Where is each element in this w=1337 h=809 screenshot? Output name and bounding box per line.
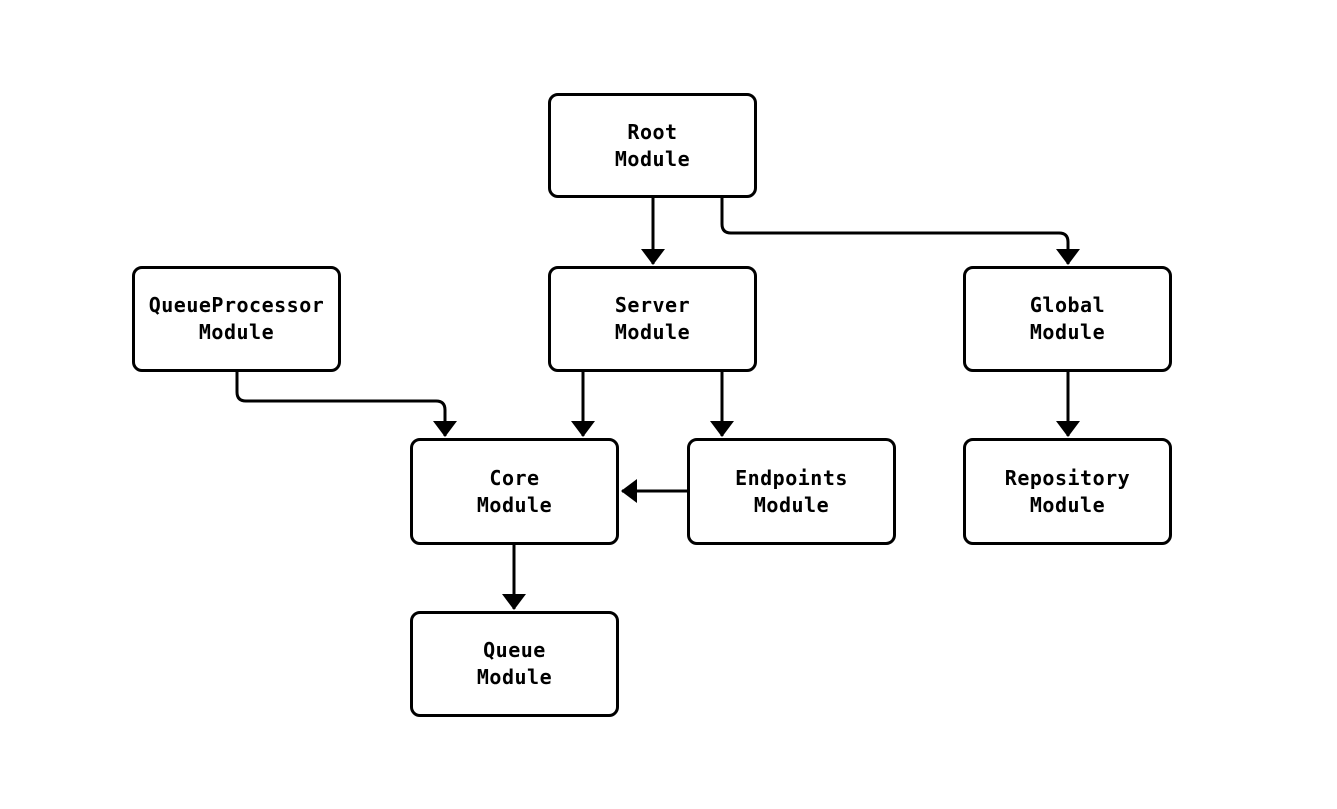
node-root: Root Module (548, 93, 757, 198)
node-label-repository: Repository Module (1004, 465, 1131, 517)
edge-root-to-global (720, 198, 1080, 265)
node-queue-processor: QueueProcessor Module (132, 266, 341, 372)
node-label-queue: Queue Module (476, 638, 553, 689)
node-global: Global Module (963, 266, 1172, 372)
node-queue: Queue Module (410, 611, 619, 717)
node-server: Server Module (548, 266, 757, 372)
edges-group (235, 198, 1080, 610)
edge-queue-processor-to-core (235, 372, 457, 437)
node-label-server: Server Module (614, 293, 691, 344)
node-core: Core Module (410, 438, 619, 545)
node-label-global: Global Module (1029, 293, 1106, 344)
node-label-queue-processor: QueueProcessor Module (148, 293, 325, 344)
node-endpoints: Endpoints Module (687, 438, 896, 545)
node-label-core: Core Module (476, 465, 553, 517)
node-label-endpoints: Endpoints Module (735, 465, 848, 517)
node-label-root: Root Module (614, 119, 691, 171)
node-repository: Repository Module (963, 438, 1172, 545)
